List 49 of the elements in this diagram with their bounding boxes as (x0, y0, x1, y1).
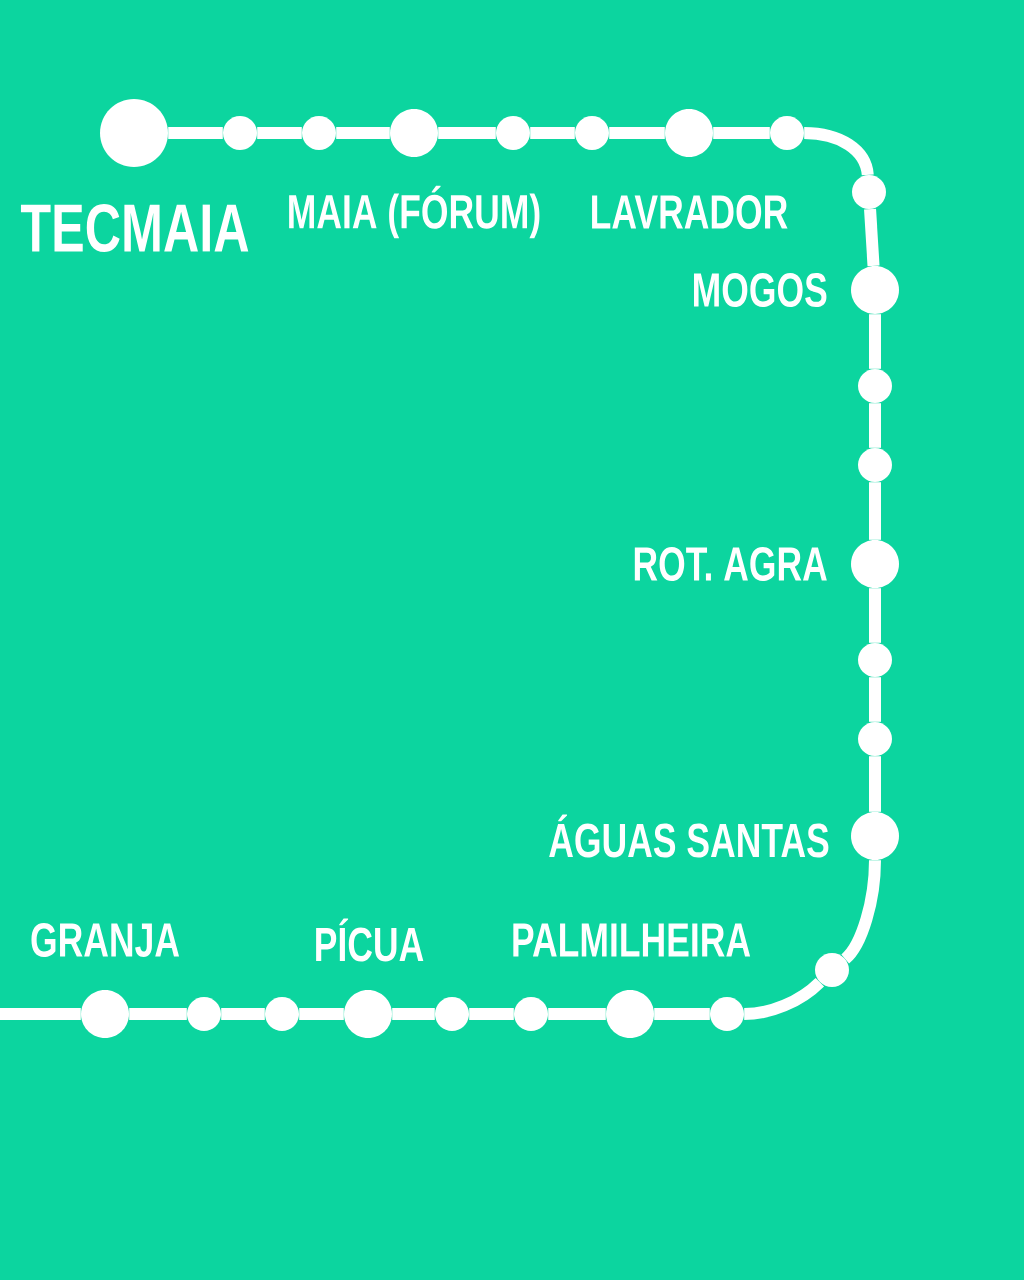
track-line (299, 1008, 344, 1020)
track-line (168, 127, 223, 139)
stop-dot (815, 953, 849, 987)
station-name: PALMILHEIRA (513, 923, 751, 957)
station-name: MOGOS (694, 273, 827, 307)
station-name: PÍCUA (316, 918, 424, 962)
track-line (869, 588, 881, 643)
station-name: TECMAIA (20, 203, 249, 253)
stop-dot (770, 116, 804, 150)
station-name: LAVRADOR (592, 195, 788, 229)
stop-dot (575, 116, 609, 150)
track-line (869, 314, 881, 369)
track-line (869, 756, 881, 812)
track-line (129, 1008, 187, 1020)
stop-dot (514, 997, 548, 1031)
track-line (713, 127, 770, 139)
track-line (840, 860, 881, 964)
stop-dot (435, 997, 469, 1031)
track-line (257, 127, 302, 139)
stop-dot (852, 175, 886, 209)
stop-dot (302, 116, 336, 150)
track-line (869, 403, 881, 448)
track-line (530, 127, 575, 139)
station-name: ROT. AGRA (634, 547, 827, 581)
stop-dot (858, 722, 892, 756)
track-line (221, 1008, 265, 1020)
stop-dot (858, 369, 892, 403)
stop-dot (223, 116, 257, 150)
track-line (392, 1008, 435, 1020)
track-line (743, 977, 824, 1020)
stop-dot (858, 448, 892, 482)
stop-dot (496, 116, 530, 150)
track-line (869, 677, 881, 722)
stop-dot (187, 997, 221, 1031)
track-line (0, 1008, 81, 1020)
stop-dot (265, 997, 299, 1031)
track-line (469, 1008, 514, 1020)
track-line (548, 1008, 606, 1020)
station-name: ÁGUAS SANTAS (549, 814, 829, 858)
stop-dot (710, 997, 744, 1031)
track-line (654, 1008, 710, 1020)
station-name: MAIA (FÓRUM) (289, 185, 540, 239)
track-line (869, 482, 881, 540)
track-line (438, 127, 496, 139)
track-line (609, 127, 665, 139)
stop-dot (858, 643, 892, 677)
track-line (336, 127, 390, 139)
track-line (864, 208, 880, 267)
station-name: GRANJA (31, 923, 180, 957)
